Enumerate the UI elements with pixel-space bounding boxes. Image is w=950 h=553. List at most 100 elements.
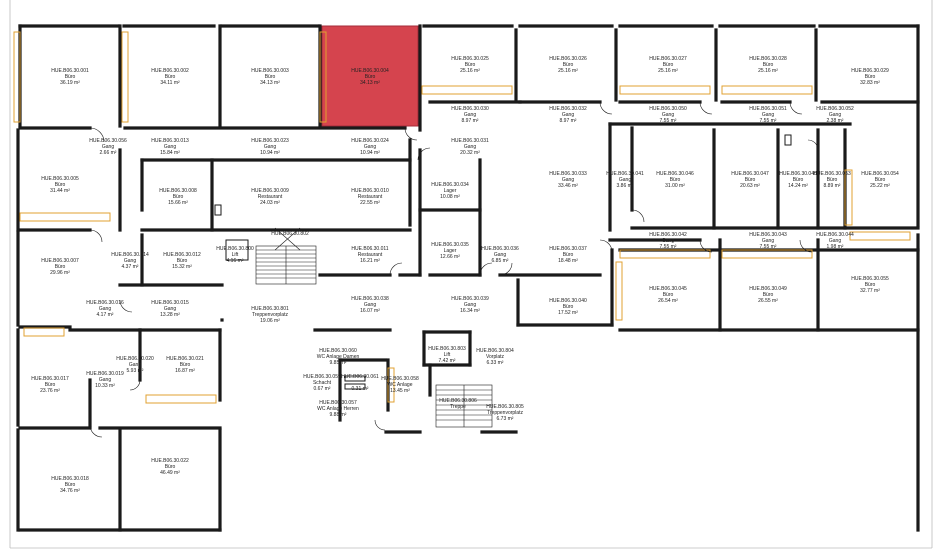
room-id: HUE.B06.30.027 (649, 56, 687, 62)
room-area: 6.33 m² (487, 360, 504, 366)
room-id: HUE.B06.30.058 (381, 376, 419, 382)
room-area: 19.06 m² (260, 318, 280, 324)
room-area: 26.54 m² (658, 298, 678, 304)
room-id: HUE.B06.30.802 (271, 231, 309, 237)
room-highlight[interactable] (321, 25, 419, 127)
room-id: HUE.B06.30.003 (251, 68, 289, 74)
room-area: 10.94 m² (360, 150, 380, 156)
room-id: HUE.B06.30.004 (351, 68, 389, 74)
room-type: Restaurant (358, 252, 383, 258)
room-area: 34.11 m² (160, 80, 180, 86)
room-id: HUE.B06.30.014 (111, 252, 149, 258)
room-id: HUE.B06.30.059 (303, 374, 341, 380)
room-type: Büro (663, 292, 674, 298)
room-type: Gang (562, 177, 574, 183)
room-type: Gang (364, 302, 376, 308)
room-area: 29.96 m² (50, 270, 70, 276)
room-type: Büro (177, 258, 188, 264)
windows (13, 31, 911, 404)
staircase-802 (255, 227, 317, 285)
room-802[interactable]: HUE.B06.30.802 (271, 231, 309, 237)
room-type: Gang (829, 112, 841, 118)
doors (89, 101, 819, 438)
room-id: HUE.B06.30.803 (428, 346, 466, 352)
room-id: HUE.B06.30.053 (813, 171, 851, 177)
room-id: HUE.B06.30.800 (216, 246, 254, 252)
room-id: HUE.B06.30.051 (749, 106, 787, 112)
room-area: 15.84 m² (160, 150, 180, 156)
room-type: Gang (562, 112, 574, 118)
room-id: HUE.B06.30.020 (116, 356, 154, 362)
room-area: 34.13 m² (260, 80, 280, 86)
room-area: 9.88 m² (330, 412, 347, 418)
room-type: Treppenvorplatz (487, 410, 523, 416)
